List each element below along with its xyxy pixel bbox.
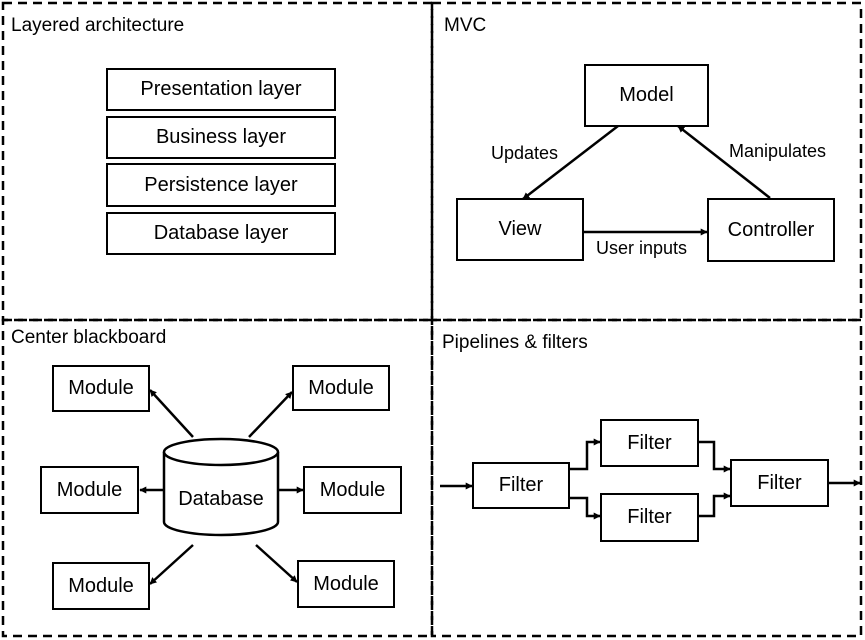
module-bottom-left: Module	[52, 562, 150, 610]
layer-database: Database layer	[106, 212, 336, 255]
module-top-left: Module	[52, 365, 150, 412]
panel-title-pipeline: Pipelines & filters	[442, 332, 588, 353]
module-bottom-right: Module	[297, 560, 395, 608]
pipeline-merge-bottom	[699, 492, 731, 518]
mvc-controller-node: Controller	[707, 198, 835, 262]
arrow-db-to-module-br	[255, 544, 298, 583]
mvc-view-node: View	[456, 198, 584, 261]
filter-lower: Filter	[600, 493, 699, 542]
mvc-arrows	[522, 125, 771, 236]
module-middle-right: Module	[303, 466, 402, 514]
database-cylinder	[162, 437, 280, 537]
layer-presentation: Presentation layer	[106, 68, 336, 111]
arrow-controller-to-model	[677, 125, 771, 199]
module-top-right: Module	[292, 365, 390, 411]
pipeline-merge-top	[699, 440, 731, 473]
panel-frame-blackboard	[1, 318, 434, 638]
arrow-db-to-module-tr	[248, 391, 293, 438]
arrow-db-to-module-bl	[149, 544, 194, 585]
panel-frame-layered	[1, 1, 434, 322]
arrow-model-to-view	[522, 125, 619, 200]
module-middle-left: Module	[40, 466, 139, 514]
edge-label-manipulates: Manipulates	[729, 141, 827, 161]
database-label: Database	[178, 488, 264, 510]
panel-title-mvc: MVC	[444, 15, 487, 36]
pipeline-split-top	[570, 438, 601, 471]
panel-frame-pipeline	[430, 318, 863, 638]
blackboard-arrows	[139, 389, 304, 585]
layer-persistence: Persistence layer	[106, 163, 336, 207]
filter-output: Filter	[730, 459, 829, 507]
edge-label-updates: Updates	[491, 143, 559, 163]
panel-title-layered: Layered architecture	[11, 15, 185, 36]
pipeline-connectors	[440, 438, 861, 520]
edge-label-user-inputs: User inputs	[596, 238, 688, 258]
layer-business: Business layer	[106, 116, 336, 159]
pipeline-split-bottom	[570, 496, 601, 520]
mvc-model-node: Model	[584, 64, 709, 127]
arrow-db-to-module-tl	[149, 389, 194, 438]
filter-input: Filter	[472, 462, 570, 509]
filter-upper: Filter	[600, 419, 699, 467]
panel-title-blackboard: Center blackboard	[11, 327, 167, 348]
